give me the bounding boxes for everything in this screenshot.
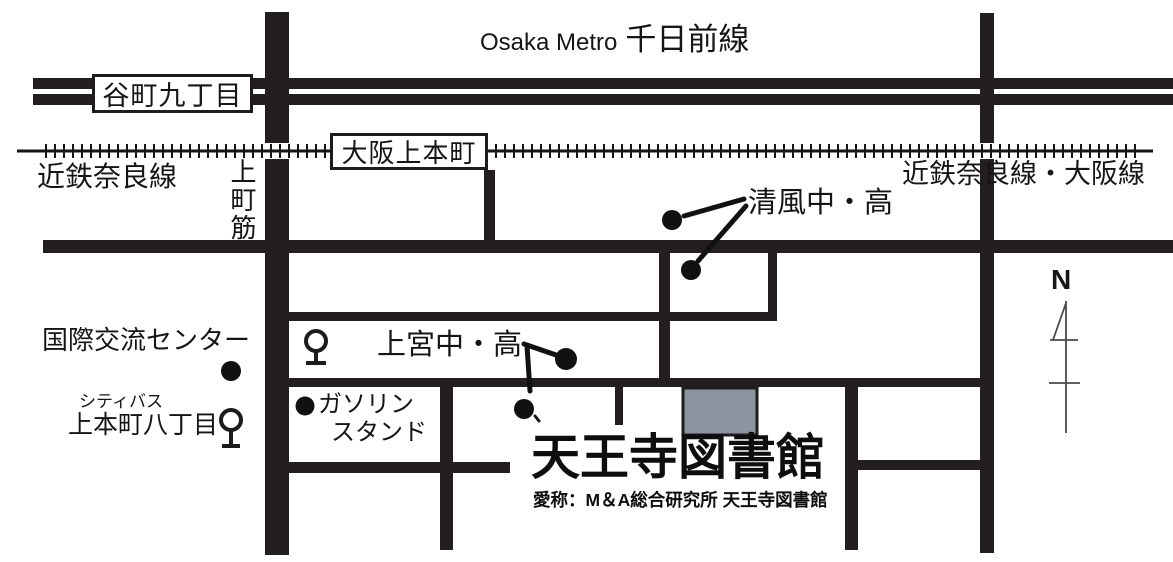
gas-station-dot [295,396,315,416]
bus-stop-icons [219,329,328,448]
metro-line-label: Osaka Metro 千日前線 [480,24,749,55]
seifu-dot-upper [662,210,682,230]
library-subtitle-label: 愛称：M＆A総合研究所 天王寺図書館 [533,490,828,510]
kintetsu-railway-line [17,143,1154,159]
road-east-vertical [980,13,994,553]
road-uemachisuji [265,12,289,555]
uehommachi-8chome-label: 上本町八丁目 [68,411,219,439]
road-h2 [287,312,777,321]
road-station-stub [484,170,495,247]
kokusai-center-dot [221,361,241,381]
seifu-school-label: 清風中・高 [748,187,894,219]
road-main-horizontal [43,240,1173,253]
uenomiya-leader-1 [521,341,562,359]
station-name-tanimachi9: 谷町九丁目 [102,81,243,111]
bus-stop-icon-uehommachi8 [219,408,243,448]
metro-line-sennichimae [33,78,1173,105]
north-arrow-icon [1049,301,1080,433]
location-dots [221,210,701,419]
metro-operator-label: Osaka Metro [480,29,618,56]
bus-stop-icon-uenomiya [304,329,328,365]
library-building [681,386,759,437]
uenomiya-leader-2 [524,343,533,394]
road-h4-left [287,462,510,473]
kintetsu-nara-osaka-line-label: 近鉄奈良線・大阪線 [902,159,1145,189]
road-v-mid [659,247,670,387]
station-box-tanimachi9: 谷町九丁目 [92,74,253,113]
citybus-label: シティバス [79,392,163,411]
uenomiya-dot-south [514,399,534,419]
road-h4-right [845,460,990,470]
metro-line-name-label: 千日前線 [625,22,750,57]
kokusai-center-label: 国際交流センター [42,325,251,355]
road-library-stub [615,383,623,425]
gas-station-label-line1: ガソリン [318,391,414,418]
leader-lines [521,196,749,423]
station-box-osaka-uehommachi: 大阪上本町 [330,133,488,170]
road-v-connector [768,247,777,317]
compass-north-label: N [1051,264,1072,295]
seifu-dot-lower [681,260,701,280]
seifu-leader-1 [681,196,747,219]
uenomiya-dot-east [555,348,577,370]
kintetsu-nara-line-label: 近鉄奈良線 [37,161,178,192]
gas-station-label-line2: スタンド [331,419,427,446]
road-h3 [287,378,984,387]
gas-station-label: ガソリン スタンド [318,391,427,447]
uenomiya-school-label: 上宮中・高 [377,329,523,361]
uemachi-suji-label: 上町筋 [227,158,257,242]
station-name-osaka-uehommachi: 大阪上本町 [341,138,477,168]
seifu-leader-2 [695,203,749,264]
library-name-label: 天王寺図書館 [531,431,826,485]
uenomiya-leader-tick [533,414,541,423]
